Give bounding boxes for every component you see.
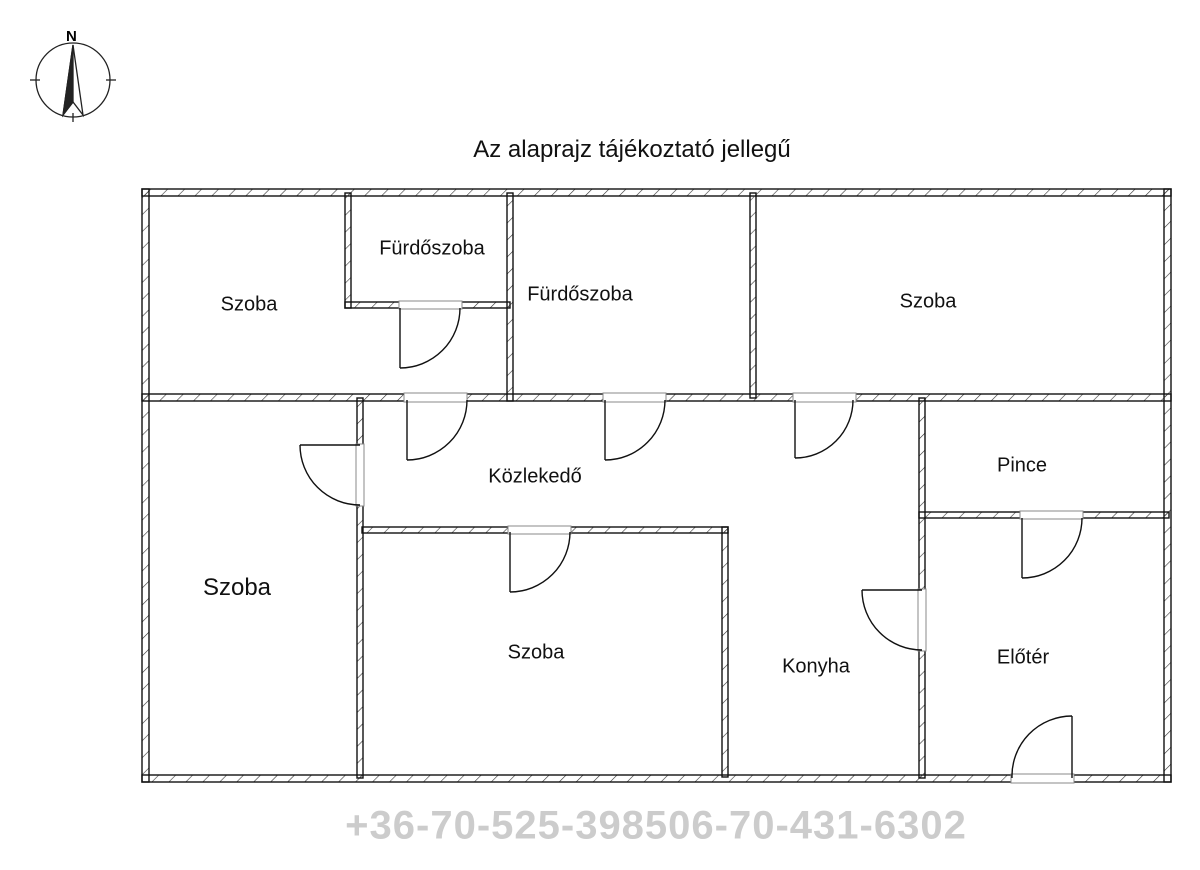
room-label-kozlekedo: Közlekedő <box>488 465 582 488</box>
plan-title: Az alaprajz tájékoztató jellegű <box>473 136 791 163</box>
walls <box>141 188 1172 783</box>
door <box>602 392 667 461</box>
compass-north-label: N <box>66 28 77 45</box>
room-label-eloter: Előtér <box>996 646 1050 669</box>
north-arrow-icon <box>30 42 116 122</box>
wall <box>506 192 514 402</box>
door <box>1010 715 1075 784</box>
wall <box>141 188 1172 197</box>
room-label-szoba-w: Szoba <box>202 574 272 601</box>
door <box>398 300 463 369</box>
door <box>507 525 572 593</box>
room-label-furdoszoba-small: Fürdőszoba <box>379 237 485 260</box>
door <box>861 588 927 652</box>
room-label-szoba-ne: Szoba <box>899 290 957 313</box>
wall <box>141 188 150 783</box>
wall <box>344 192 352 309</box>
wall <box>749 192 757 399</box>
doors <box>299 300 1084 784</box>
door <box>403 392 468 461</box>
room-label-konyha: Konyha <box>782 655 850 678</box>
wall <box>356 397 364 779</box>
wall <box>1163 188 1172 783</box>
watermark-phone: +36-70-525-398506-70-431-6302 <box>345 803 967 848</box>
wall <box>721 526 729 778</box>
wall <box>918 397 926 779</box>
door <box>299 443 365 507</box>
door <box>792 392 857 459</box>
room-label-pince: Pince <box>996 454 1048 477</box>
room-label-szoba-nw: Szoba <box>220 293 278 316</box>
room-label-szoba-mid: Szoba <box>507 641 565 664</box>
room-label-furdoszoba: Fürdőszoba <box>527 283 633 306</box>
door <box>1019 510 1084 579</box>
